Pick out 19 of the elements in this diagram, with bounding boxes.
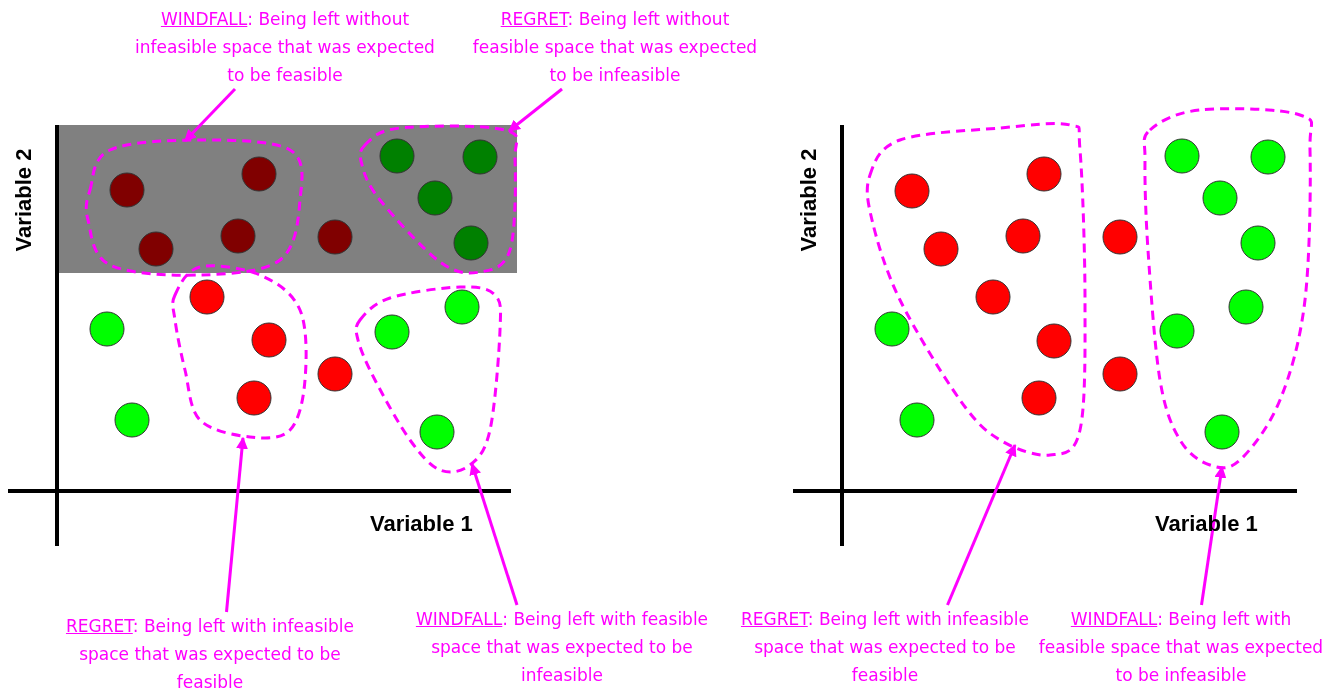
axis-label: Variable 2: [796, 148, 822, 252]
annotation-text: WINDFALL: Being left with feasible space that was expected to be infeasible: [414, 608, 710, 687]
dashed-outline: [354, 283, 504, 474]
annotation-text: REGRET: Being left with infeasible space that was expected to be feasible: [740, 608, 1030, 687]
axis-label: Variable 1: [370, 511, 473, 537]
arrow: [469, 462, 519, 606]
arrow: [946, 443, 1017, 606]
axis-label: Variable 2: [11, 148, 37, 252]
annotation-text: WINDFALL: Being left without infeasible space that was expected to be feasible: [135, 8, 435, 87]
dashed-outline: [171, 263, 309, 441]
dashed-outline: [358, 124, 519, 276]
dashed-outline: [84, 136, 304, 279]
arrow: [225, 436, 248, 613]
dashed-outline: [866, 121, 1089, 459]
annotation-text: WINDFALL: Being left with feasible space that was expected to be infeasible: [1037, 608, 1325, 687]
dashed-outline: [1141, 106, 1314, 469]
annotation-text: REGRET: Being left without feasible space that was expected to be infeasible: [471, 8, 759, 87]
arrow: [508, 87, 563, 133]
annotation-text: REGRET: Being left with infeasible space that was expected to be feasible: [64, 615, 356, 694]
